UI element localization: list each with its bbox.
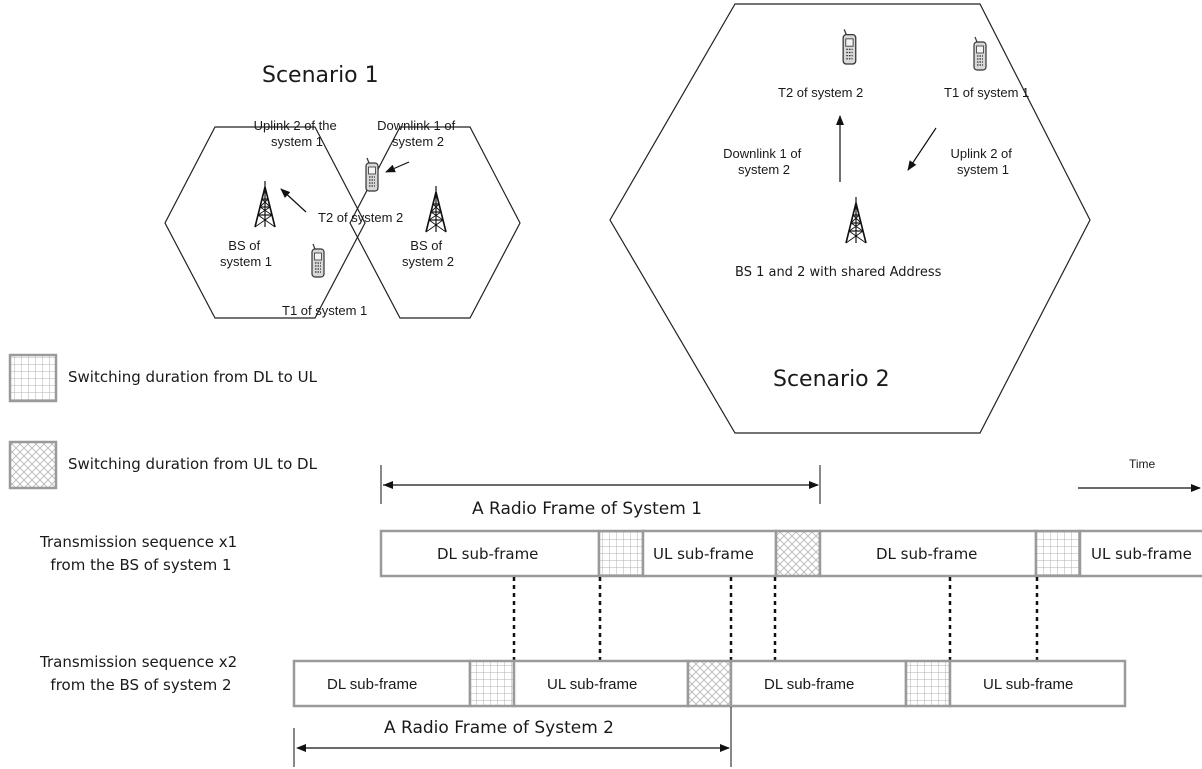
seq2-ul-subframe-2: [948, 659, 1127, 708]
seq1-block-label-4: UL sub-frame: [1091, 545, 1192, 563]
frame1-span-arrowhead-left: [383, 481, 393, 489]
legend-ul-dl-label: Switching duration from UL to DL: [68, 455, 318, 473]
legend-dl-ul-label: Switching duration from DL to UL: [68, 368, 318, 386]
scenario-1-title: Scenario 1: [262, 63, 379, 88]
scenario-2-title: Scenario 2: [773, 367, 890, 392]
seq1-block-label-2: UL sub-frame: [653, 545, 754, 563]
cell-1-hexagon: [164, 126, 366, 319]
seq1-ul-dl-switch-1: [774, 529, 822, 578]
t2-label-2: T2 of system 2: [778, 85, 863, 100]
seq1-ul-subframe-1: [641, 529, 778, 578]
shared-bs-tower-icon: [845, 196, 867, 244]
t2-label: T2 of system 2: [318, 210, 403, 225]
t1-label: T1 of system 1: [282, 303, 367, 318]
legend: Switching duration from DL to UL Switchi…: [8, 353, 318, 490]
seq2-dl-ul-switch-2: [904, 659, 952, 708]
time-label: Time: [1129, 457, 1156, 471]
scenario-1: Scenario 1 Uplink 2 of the system 1 Down…: [164, 63, 521, 319]
uplink-label-2: Uplink 2 of system 1: [950, 146, 1015, 177]
seq2-dl-subframe-2: [729, 659, 908, 708]
frame2-span-arrowhead-left: [296, 744, 306, 752]
seq2-block-label-4: UL sub-frame: [983, 676, 1073, 693]
t2-phone-icon: [365, 157, 379, 192]
frame1-label: A Radio Frame of System 1: [472, 499, 702, 519]
seq2-ul-dl-switch-1: [686, 659, 733, 708]
sequence-x2: DL sub-frame UL sub-frame DL sub-frame U…: [292, 659, 1127, 708]
seq1-label: Transmission sequence x1 from the BS of …: [39, 533, 242, 574]
timeline: Time A Radio Frame of System 1 Transmiss…: [39, 457, 1202, 767]
bs1-label: BS of system 1: [220, 238, 272, 269]
frame2-label: A Radio Frame of System 2: [384, 718, 614, 738]
uplink-2-label: Uplink 2 of the system 1: [254, 118, 341, 149]
shared-bs-label: BS 1 and 2 with shared Address: [735, 265, 942, 280]
downlink-label-2: Downlink 1 of system 2: [723, 146, 805, 177]
bs2-label: BS of system 2: [402, 238, 454, 269]
seq2-dl-ul-switch-1: [468, 659, 516, 708]
scenario-2: T2 of system 2 T1 of system 1 Downlink 1…: [609, 3, 1091, 434]
downlink-arrow: [385, 161, 410, 173]
cell-2-hexagon: [349, 126, 521, 319]
seq1-dl-subframe-1: [379, 529, 601, 578]
seq2-label: Transmission sequence x2 from the BS of …: [39, 653, 242, 694]
uplink-arrow-2: [907, 127, 937, 171]
downlink-1-label: Downlink 1 of system 2: [377, 118, 459, 149]
alignment-lines: [512, 577, 1039, 660]
seq1-ul-subframe-2: [1078, 529, 1202, 578]
t1-label-2: T1 of system 1: [944, 85, 1029, 100]
sequence-x1: DL sub-frame UL sub-frame DL sub-frame U…: [379, 529, 1202, 578]
seq2-block-label-2: UL sub-frame: [547, 676, 637, 693]
seq1-block-label-3: DL sub-frame: [876, 545, 977, 563]
t2-phone-icon-2: [842, 28, 857, 65]
uplink-arrow: [280, 188, 307, 213]
bs-system-2-tower-icon: [425, 185, 447, 233]
t1-phone-icon-2: [973, 36, 987, 71]
bs-system-1-tower-icon: [254, 180, 276, 228]
seq2-block-label-3: DL sub-frame: [764, 676, 854, 693]
seq1-dl-ul-switch-2: [1034, 529, 1082, 578]
legend-ul-dl-swatch: [8, 440, 58, 490]
seq1-dl-ul-switch-1: [597, 529, 645, 578]
legend-dl-ul-swatch: [8, 353, 58, 403]
cell-large-hexagon: [609, 3, 1091, 434]
seq2-block-label-1: DL sub-frame: [327, 676, 417, 693]
t1-phone-icon: [311, 243, 325, 278]
seq1-block-label-1: DL sub-frame: [437, 545, 538, 563]
